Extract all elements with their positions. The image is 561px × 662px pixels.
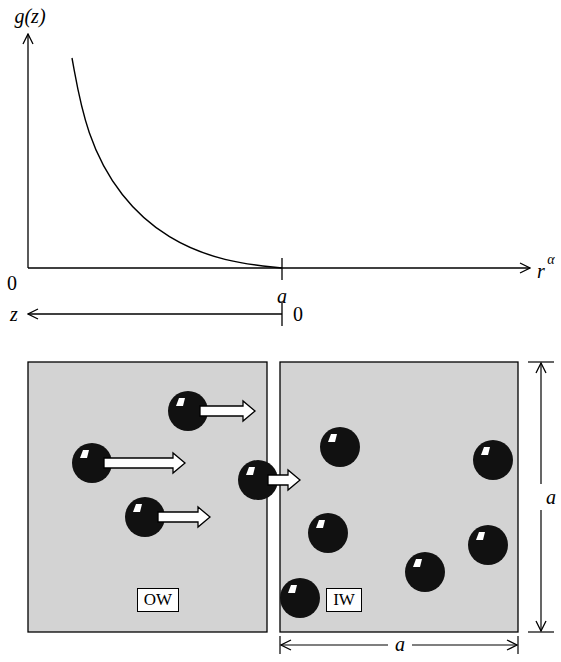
particle-body	[280, 578, 320, 618]
region-label: OW	[137, 588, 179, 613]
dimension-tick	[517, 636, 518, 654]
dimension-label: a	[393, 633, 407, 655]
particle-highlight	[246, 467, 255, 475]
origin-label: 0	[291, 303, 305, 325]
particle-body	[308, 513, 348, 553]
particle-highlight	[328, 434, 337, 442]
curve-group	[72, 58, 282, 268]
dimension-tick	[528, 631, 554, 632]
origin-label: 0	[5, 272, 19, 294]
dimension-tick	[528, 361, 554, 362]
region-box: OW	[28, 362, 267, 632]
particle-highlight	[476, 532, 485, 540]
particle-highlight	[80, 450, 89, 458]
particle	[468, 525, 508, 565]
dimension-line	[540, 510, 541, 631]
particle-highlight	[413, 559, 422, 567]
particle	[405, 552, 445, 592]
velocity-arrow	[104, 453, 185, 473]
tick-label: a	[275, 285, 289, 307]
dimension-line	[412, 644, 517, 645]
region-label: IW	[326, 588, 362, 613]
particle-highlight	[316, 520, 325, 528]
particle	[320, 427, 360, 467]
dimension-label: a	[544, 486, 558, 508]
particle	[280, 578, 320, 618]
velocity-arrow	[200, 401, 255, 421]
tick-mark	[281, 258, 282, 280]
axis-label: z	[8, 303, 20, 325]
z-axis	[28, 313, 282, 314]
particle-highlight	[133, 504, 142, 512]
dimension-tick	[279, 636, 280, 654]
y-axis	[27, 34, 28, 268]
particle-body	[473, 440, 513, 480]
exponent-label: α	[545, 252, 556, 268]
particle-body	[405, 552, 445, 592]
particle	[238, 460, 300, 500]
axis-label: g(z)	[12, 5, 47, 27]
particle	[168, 391, 255, 431]
dimension-line	[540, 363, 541, 484]
region-box	[280, 362, 518, 632]
particle	[473, 440, 513, 480]
region-box	[28, 362, 267, 632]
particle	[308, 513, 348, 553]
potential-curve	[72, 58, 282, 268]
velocity-arrow	[268, 470, 300, 490]
particle-group	[72, 391, 513, 618]
particle-body	[468, 525, 508, 565]
axis-label: r	[535, 260, 547, 282]
particle	[72, 443, 185, 483]
particle-highlight	[176, 398, 185, 406]
dimension-line	[281, 644, 388, 645]
velocity-arrow	[158, 507, 210, 527]
particle-highlight	[288, 585, 297, 593]
region-box: IW	[280, 362, 518, 632]
particle-highlight	[481, 447, 490, 455]
particle-body	[320, 427, 360, 467]
particle	[125, 497, 210, 537]
